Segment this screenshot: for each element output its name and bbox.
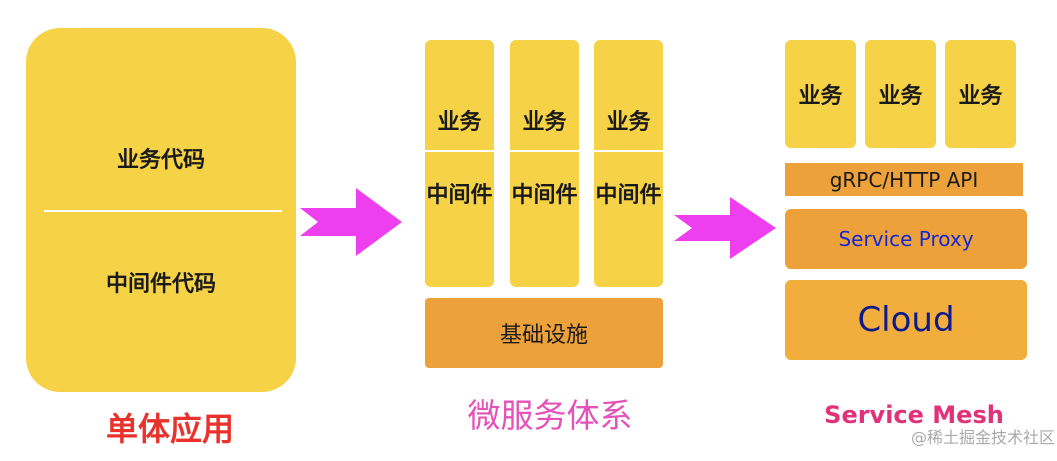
microservice-divider-2: [510, 150, 579, 152]
infrastructure-block: 基础设施: [425, 298, 663, 368]
mesh-business-block-2: 业务: [865, 40, 936, 148]
microservices-title: 微服务体系: [467, 396, 633, 435]
microservice-divider-3: [594, 150, 663, 152]
arrow-right-icon: [674, 197, 776, 259]
mesh-business-block-1: 业务: [785, 40, 856, 148]
arrow-right-icon: [300, 188, 402, 256]
microservice-business-label: 业务: [437, 110, 482, 135]
microservice-business-label: 业务: [606, 110, 651, 135]
watermark: @稀土掘金技术社区: [910, 428, 1055, 447]
monolith-divider: [44, 210, 282, 212]
microservice-block-2: [510, 40, 579, 287]
microservice-block-1: [425, 40, 494, 287]
service-mesh-title: Service Mesh: [824, 401, 1004, 429]
mesh-business-block-3: 业务: [945, 40, 1016, 148]
microservice-business-label: 业务: [522, 110, 567, 135]
monolith-business-code: 业务代码: [116, 148, 205, 173]
microservice-block-3: [594, 40, 663, 287]
grpc-http-api-block: gRPC/HTTP API: [785, 163, 1023, 196]
monolith-title: 单体应用: [105, 410, 234, 448]
service-proxy-block: Service Proxy: [785, 209, 1027, 269]
microservice-divider-1: [425, 150, 494, 152]
monolith-middleware-code: 中间件代码: [105, 272, 216, 297]
microservice-middleware-label: 中间件: [595, 183, 662, 208]
microservice-middleware-label: 中间件: [511, 183, 578, 208]
cloud-block: Cloud: [785, 280, 1027, 360]
microservice-middleware-label: 中间件: [426, 183, 493, 208]
